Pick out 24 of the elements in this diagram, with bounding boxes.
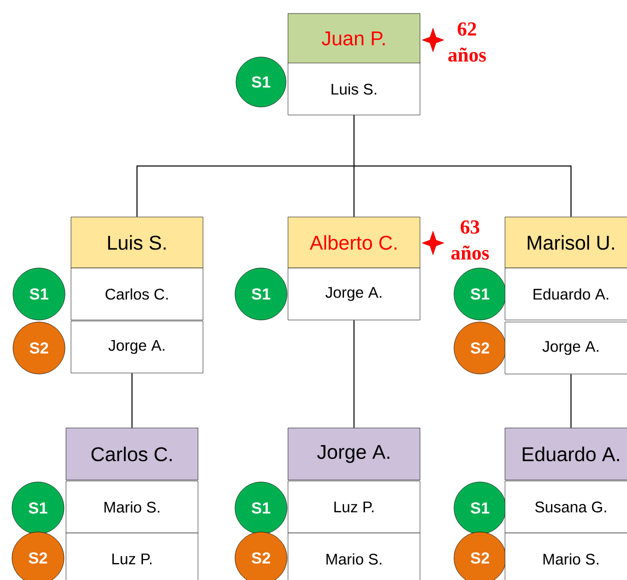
name-row-box: Eduardo A. [504, 268, 627, 320]
name-row-box: Carlos C. [70, 268, 204, 320]
connector-line [570, 374, 572, 428]
name-row-box: Luz P. [66, 532, 198, 580]
name-row-box: Susana G. [504, 480, 627, 534]
name-row-box: Jorge A. [70, 320, 204, 374]
name-header-box: Jorge A. [288, 428, 420, 480]
age-label: 62 años [448, 22, 486, 62]
name-header-box: Carlos C. [66, 428, 198, 480]
name-header-box: Luis S. [70, 216, 204, 268]
name-row-box: Luis S. [288, 62, 420, 116]
age-label: 63 años [451, 220, 489, 260]
name-row-box: Luz P. [288, 480, 420, 534]
name-row-box: Mario S. [66, 480, 198, 534]
name-row-box: Mario S. [288, 532, 420, 580]
name-header-box: Eduardo A. [504, 428, 627, 480]
name-row-box: Jorge A. [288, 268, 420, 320]
name-header-box: Alberto C. [288, 216, 420, 268]
name-row-box: Jorge A. [504, 322, 627, 374]
node-label: Susana G. [535, 502, 606, 512]
connector-line [354, 114, 572, 218]
name-row-box: Mario S. [504, 532, 627, 580]
name-header-box: Marisol U. [504, 216, 627, 268]
name-header-box: Juan P. [288, 13, 420, 64]
